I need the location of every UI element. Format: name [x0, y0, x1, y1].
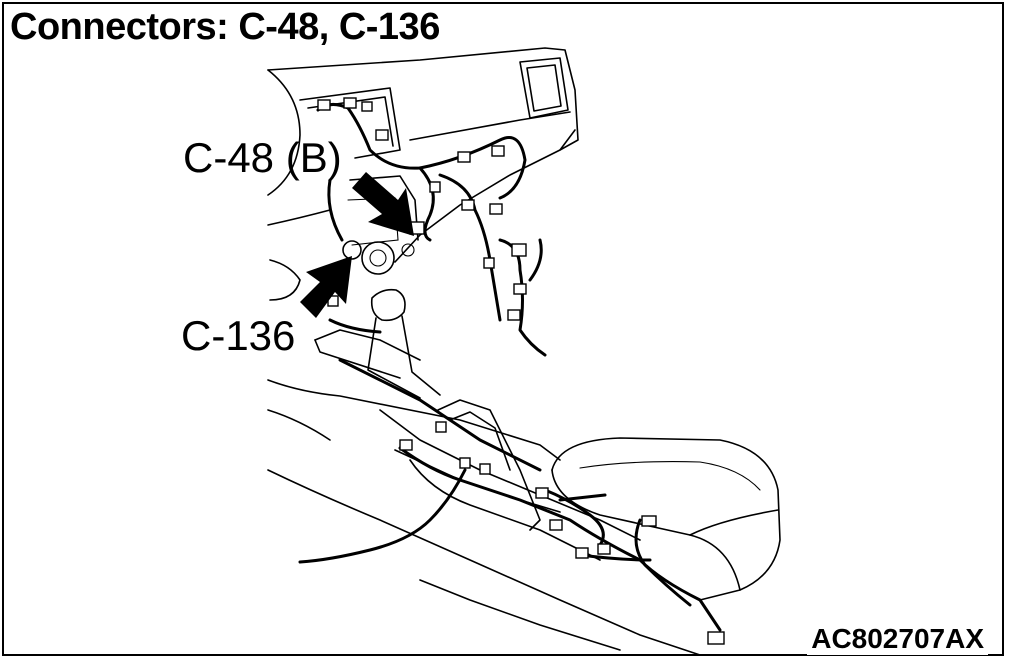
- dashboard-outline: [267, 47, 579, 301]
- center-stack-knobs: [342, 240, 415, 275]
- callout-label-c136: C-136: [181, 312, 296, 359]
- figure-id: AC802707AX: [807, 623, 988, 655]
- c48-arrow: [352, 172, 414, 236]
- diagram-title: Connectors: C-48, C-136: [10, 6, 440, 48]
- connector-blocks: [317, 97, 725, 645]
- callout-label-c48: C-48 (B): [183, 134, 342, 181]
- gear-shift: [367, 288, 441, 399]
- c136-arrow: [300, 256, 352, 318]
- center-console: [267, 329, 701, 656]
- armrest: [551, 437, 781, 601]
